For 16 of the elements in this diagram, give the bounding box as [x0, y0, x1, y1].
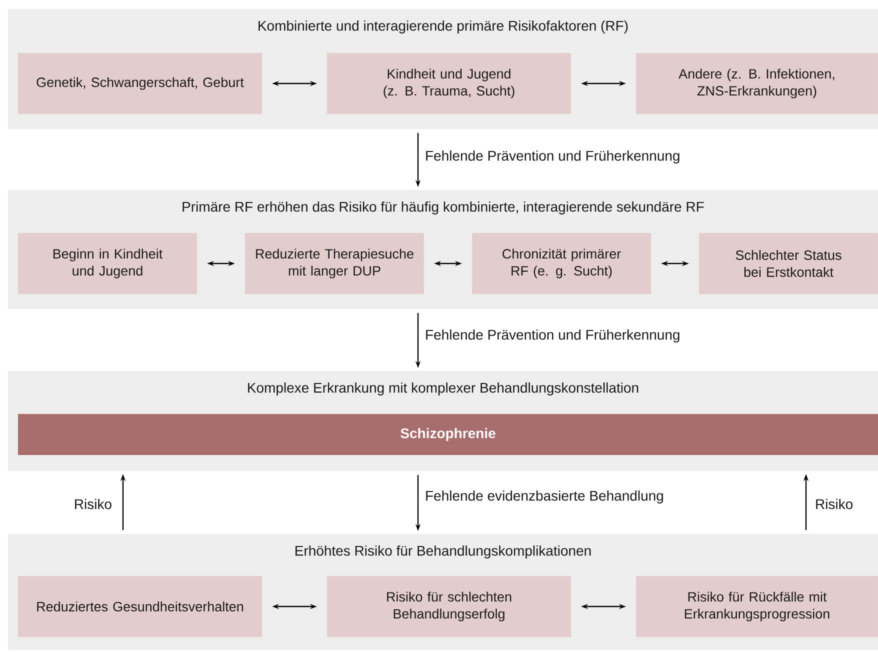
factor-box: Beginn in Kindheit und Jugend	[18, 233, 197, 294]
edge-label: Risiko	[72, 498, 113, 510]
edge-label: Fehlende Prävention und Früherkennung	[424, 149, 682, 165]
factor-box: Risiko für Rückfälle mit Erkrankungsprogression	[636, 576, 878, 637]
edge-label: Fehlende evidenzbasierte Behandlung	[424, 489, 665, 505]
factor-box: Reduzierte Therapiesuche mit langer DUP	[245, 233, 424, 294]
factor-box: Kindheit und Jugend (z. B. Trauma, Sucht)	[327, 53, 571, 114]
diagnosis-bar: Schizophrenie	[18, 414, 878, 455]
factor-box: Schlechter Status bei Erstkontakt	[699, 233, 878, 294]
factor-box: Chronizität primärer RF (e. g. Sucht)	[472, 233, 651, 294]
factor-box: Andere (z. B. Infektionen, ZNS-Erkrankungen)	[636, 53, 878, 114]
factor-box: Reduziertes Gesundheitsverhalten	[18, 576, 262, 637]
factor-box: Genetik, Schwangerschaft, Geburt	[18, 53, 262, 114]
edge-label: Risiko	[814, 498, 854, 510]
factor-box: Risiko für schlechten Behandlungserfolg	[327, 576, 571, 637]
edge-label: Fehlende Prävention und Früherkennung	[424, 328, 682, 344]
